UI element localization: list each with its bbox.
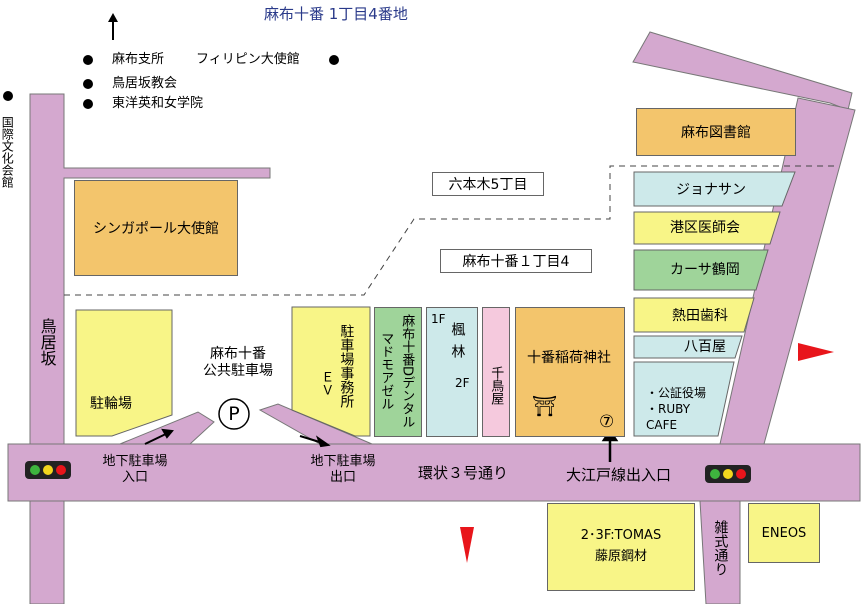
atsuta-shape <box>633 297 755 333</box>
medical-association-label: 港区医師会 <box>670 220 740 236</box>
exit-ramp <box>258 403 373 445</box>
senchoya-label: 千鳥屋 <box>488 366 504 405</box>
yaoya-label: 八百屋 <box>684 339 726 355</box>
red-arrow-icon <box>798 343 834 361</box>
district-boundary <box>64 165 834 296</box>
jonathan-shape <box>633 171 796 207</box>
entrance-ramp <box>119 411 215 445</box>
district-lower-text: 麻布十番１丁目4 <box>462 254 570 270</box>
legend-item-azabu-branch: 麻布支所 <box>112 52 165 67</box>
jonathan-label: ジョナサン <box>676 182 746 198</box>
azabu-library[interactable]: 麻布図書館 <box>636 108 796 156</box>
subway-exit-number: ⑦ <box>599 412 615 432</box>
zatsushiki-road <box>699 500 741 604</box>
legend-item-toyo-eiwa: 東洋英和女学院 <box>112 96 204 111</box>
parking-symbol: P <box>228 403 240 425</box>
district-lower-label: 麻布十番１丁目4 <box>440 249 592 273</box>
parking-entrance-label: 地下駐車場 入口 <box>102 454 168 485</box>
arrow-icon-entrance <box>144 428 174 445</box>
kanjo3-road <box>7 443 861 502</box>
juban-inari-shrine[interactable]: 十番稲荷神社 ⛩ ⑦ <box>515 307 625 437</box>
azabu-library-label: 麻布図書館 <box>681 125 751 141</box>
left-lower-road <box>29 500 65 604</box>
traffic-light-icon <box>25 461 71 479</box>
eneos-station[interactable]: ENEOS <box>748 503 820 563</box>
senchoya-building[interactable]: 千鳥屋 <box>482 307 510 437</box>
parking-office-label: 駐車場事務所 <box>338 324 355 408</box>
upper-diagonal-road <box>632 31 853 111</box>
legend-item-philippine-embassy: フィリピン大使館 <box>196 52 300 67</box>
north-arrow-icon <box>108 13 118 40</box>
parking-exit-label: 地下駐車場 出口 <box>310 454 376 485</box>
tomas-label: 2･3F:TOMAS 藤原鋼材 <box>580 528 662 564</box>
shrine-label: 十番稲荷神社 <box>527 350 611 366</box>
district-upper-label: 六本木5丁目 <box>432 172 544 196</box>
ev-label: ＥＶ <box>318 370 334 396</box>
parking-icon <box>218 398 250 430</box>
notary-office-label: ・公証役場 ・RUBY CAFE <box>646 386 707 433</box>
medical-shape <box>633 211 781 245</box>
roads <box>7 31 861 604</box>
notary-shape <box>633 361 735 437</box>
bullets <box>3 55 339 109</box>
red-arrow-icon <box>460 527 474 563</box>
atsuta-dental-label: 熱田歯科 <box>672 308 728 324</box>
district-upper-text: 六本木5丁目 <box>448 177 528 193</box>
toriizaka-label: 鳥居坂 <box>37 318 57 366</box>
dental-label-2: マドモアゼル <box>378 332 394 410</box>
fuurin-label: 楓林 <box>449 322 466 366</box>
dental-label-1: 麻布十番Dデンタル <box>399 314 415 429</box>
arrow-icon-exit <box>299 435 331 448</box>
singapore-embassy[interactable]: シンガポール大使館 <box>74 180 238 276</box>
dental-building[interactable]: 麻布十番Dデンタル マドモアゼル <box>374 307 422 437</box>
parking-office-shape <box>291 306 371 437</box>
singapore-embassy-label: シンガポール大使館 <box>93 221 219 237</box>
map-title: 麻布十番 1丁目4番地 <box>264 5 408 23</box>
traffic-light-icon <box>705 465 751 483</box>
casa-shape <box>633 249 769 291</box>
fuurin-2f-label: 2F <box>455 376 470 390</box>
fuurin-building[interactable]: 1F 楓林 2F <box>426 307 478 437</box>
bicycle-parking-label: 駐輪場 <box>90 396 132 412</box>
fuurin-1f-label: 1F <box>431 312 446 326</box>
legend-item-toriizaka-church: 鳥居坂教会 <box>112 76 178 91</box>
zatsushiki-label: 雑式通り <box>712 520 729 576</box>
public-parking-label: 麻布十番 公共駐車場 <box>203 346 273 379</box>
kokusai-bunka-kaikan-label: 国際文化会館 <box>0 116 15 188</box>
bicycle-parking-shape <box>75 309 173 437</box>
shrine-gate-icon: ⛩ <box>532 394 558 418</box>
subway-entrance-label: 大江戸線出入口 <box>566 466 672 484</box>
tomas-building[interactable]: 2･3F:TOMAS 藤原鋼材 <box>547 503 695 591</box>
yaoya-shape <box>633 335 743 359</box>
casa-tsuruoka-label: カーサ鶴岡 <box>670 262 740 278</box>
kanjo3-label: 環状３号通り <box>418 464 509 482</box>
eneos-label: ENEOS <box>761 525 807 541</box>
